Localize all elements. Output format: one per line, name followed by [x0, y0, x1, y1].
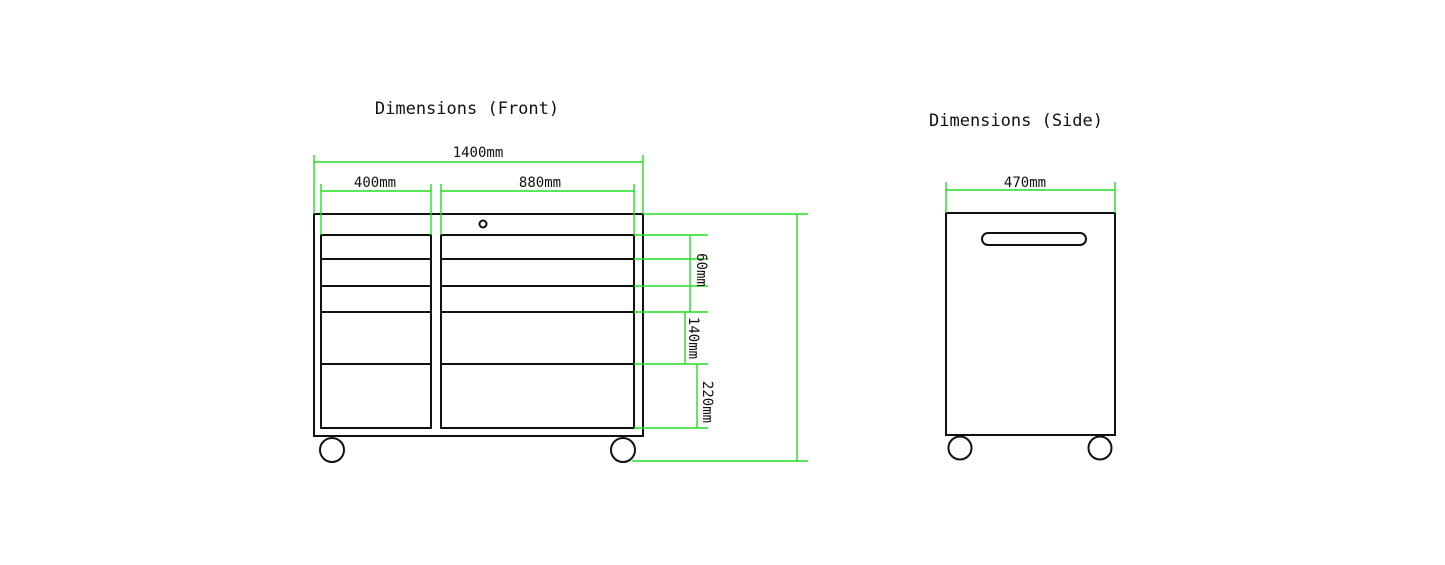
- overall-width-dimension: 1400mm: [313, 145, 644, 214]
- front-view: Dimensions (Front): [313, 99, 808, 463]
- front-cabinet-outline: [313, 213, 644, 437]
- front-title: Dimensions (Front): [375, 99, 559, 119]
- caster-wheel-icon: [1087, 435, 1113, 461]
- left-width-dimension: 400mm: [320, 175, 432, 235]
- side-title: Dimensions (Side): [929, 111, 1103, 131]
- medium-drawer-height-dimension: 140mm: [684, 312, 701, 364]
- medium-drawer-height-label: 140mm: [685, 317, 701, 359]
- side-view: Dimensions (Side) 470mm: [929, 111, 1116, 461]
- front-cabinet: [313, 213, 644, 463]
- right-width-label: 880mm: [519, 175, 561, 191]
- caster-wheel-icon: [610, 437, 636, 463]
- small-drawer-height-dimension: 60mm: [689, 235, 709, 312]
- right-width-dimension: 880mm: [440, 175, 635, 235]
- side-depth-label: 470mm: [1004, 175, 1046, 191]
- side-cabinet-outline: [945, 212, 1116, 436]
- caster-wheel-icon: [319, 437, 345, 463]
- side-depth-dimension: 470mm: [945, 175, 1116, 213]
- handle-icon: [981, 232, 1087, 246]
- height-extension-lines: [632, 213, 808, 462]
- right-drawer-column: [440, 234, 635, 429]
- lock-icon: [478, 219, 488, 229]
- side-cabinet: [945, 212, 1116, 461]
- small-drawer-height-label: 60mm: [693, 253, 709, 287]
- left-width-label: 400mm: [354, 175, 396, 191]
- large-drawer-height-dimension: 220mm: [696, 364, 715, 428]
- caster-wheel-icon: [947, 435, 973, 461]
- left-drawer-column: [320, 234, 432, 429]
- overall-width-label: 1400mm: [453, 145, 504, 161]
- large-drawer-height-label: 220mm: [699, 381, 715, 423]
